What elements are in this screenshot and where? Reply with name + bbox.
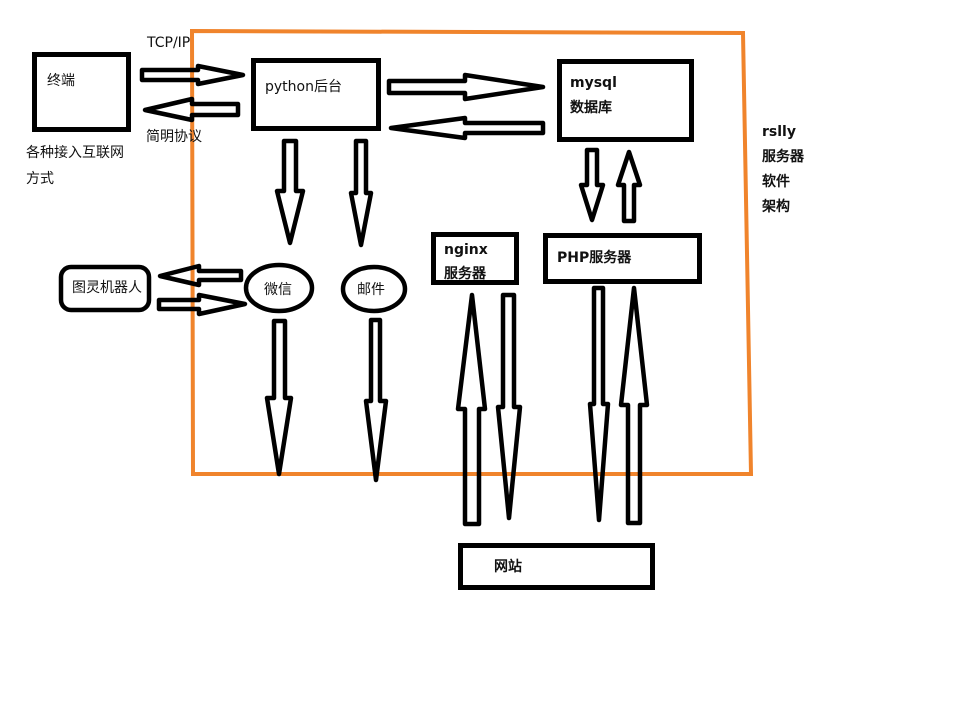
terminal-caption-line1: 各种接入互联网 — [26, 145, 124, 161]
node-nginx — [431, 232, 519, 285]
node-mysql — [557, 59, 694, 142]
arrow-python-to-mysql — [386, 72, 546, 102]
arrow-wechat-to-turing — [157, 263, 244, 288]
arrow-php-to-mysql — [615, 149, 643, 224]
php-label: PHP服务器 — [557, 250, 632, 266]
wechat-label: 微信 — [264, 282, 292, 298]
turing-label: 图灵机器人 — [72, 280, 142, 296]
python-label: python后台 — [265, 79, 342, 95]
arrow-python-to-terminal — [142, 96, 241, 123]
arrow-mail-down — [363, 317, 389, 483]
terminal-caption-line2: 方式 — [26, 171, 54, 187]
arrow-nginx-to-website — [495, 292, 523, 521]
mysql-label-line2: 数据库 — [570, 100, 612, 116]
node-turing-robot — [58, 264, 152, 313]
frame-label-line4: 架构 — [762, 199, 790, 215]
node-website — [458, 543, 655, 590]
arrow-turing-to-wechat — [156, 292, 248, 317]
frame-label-line3: 软件 — [762, 174, 790, 190]
arrow-php-to-website — [587, 285, 611, 523]
node-mail — [340, 264, 408, 314]
frame-label-line1: rslly — [762, 124, 796, 140]
arrow-terminal-to-python — [139, 63, 246, 87]
node-wechat — [243, 262, 315, 314]
arrow-mysql-to-php — [578, 147, 606, 223]
mail-label: 邮件 — [357, 282, 385, 298]
node-python-backend — [251, 58, 381, 131]
website-label: 网站 — [494, 559, 522, 575]
edge-label-tcp: TCP/IP — [147, 35, 191, 51]
arrow-mysql-to-python — [388, 115, 546, 141]
arrow-python-to-wechat — [274, 138, 306, 246]
edge-label-protocol: 简明协议 — [146, 129, 202, 145]
terminal-label: 终端 — [47, 73, 75, 89]
arrow-website-to-nginx — [455, 292, 488, 527]
arrow-website-to-php — [618, 285, 650, 526]
node-php-server — [543, 233, 702, 284]
arrow-wechat-down — [264, 318, 294, 477]
system-frame — [189, 28, 754, 476]
nginx-label-line1: nginx — [444, 242, 488, 258]
arrow-python-to-mail — [348, 138, 374, 248]
node-terminal — [32, 52, 131, 132]
frame-label-line2: 服务器 — [762, 149, 804, 165]
mysql-label-line1: mysql — [570, 75, 617, 91]
nginx-label-line2: 服务器 — [444, 266, 486, 282]
